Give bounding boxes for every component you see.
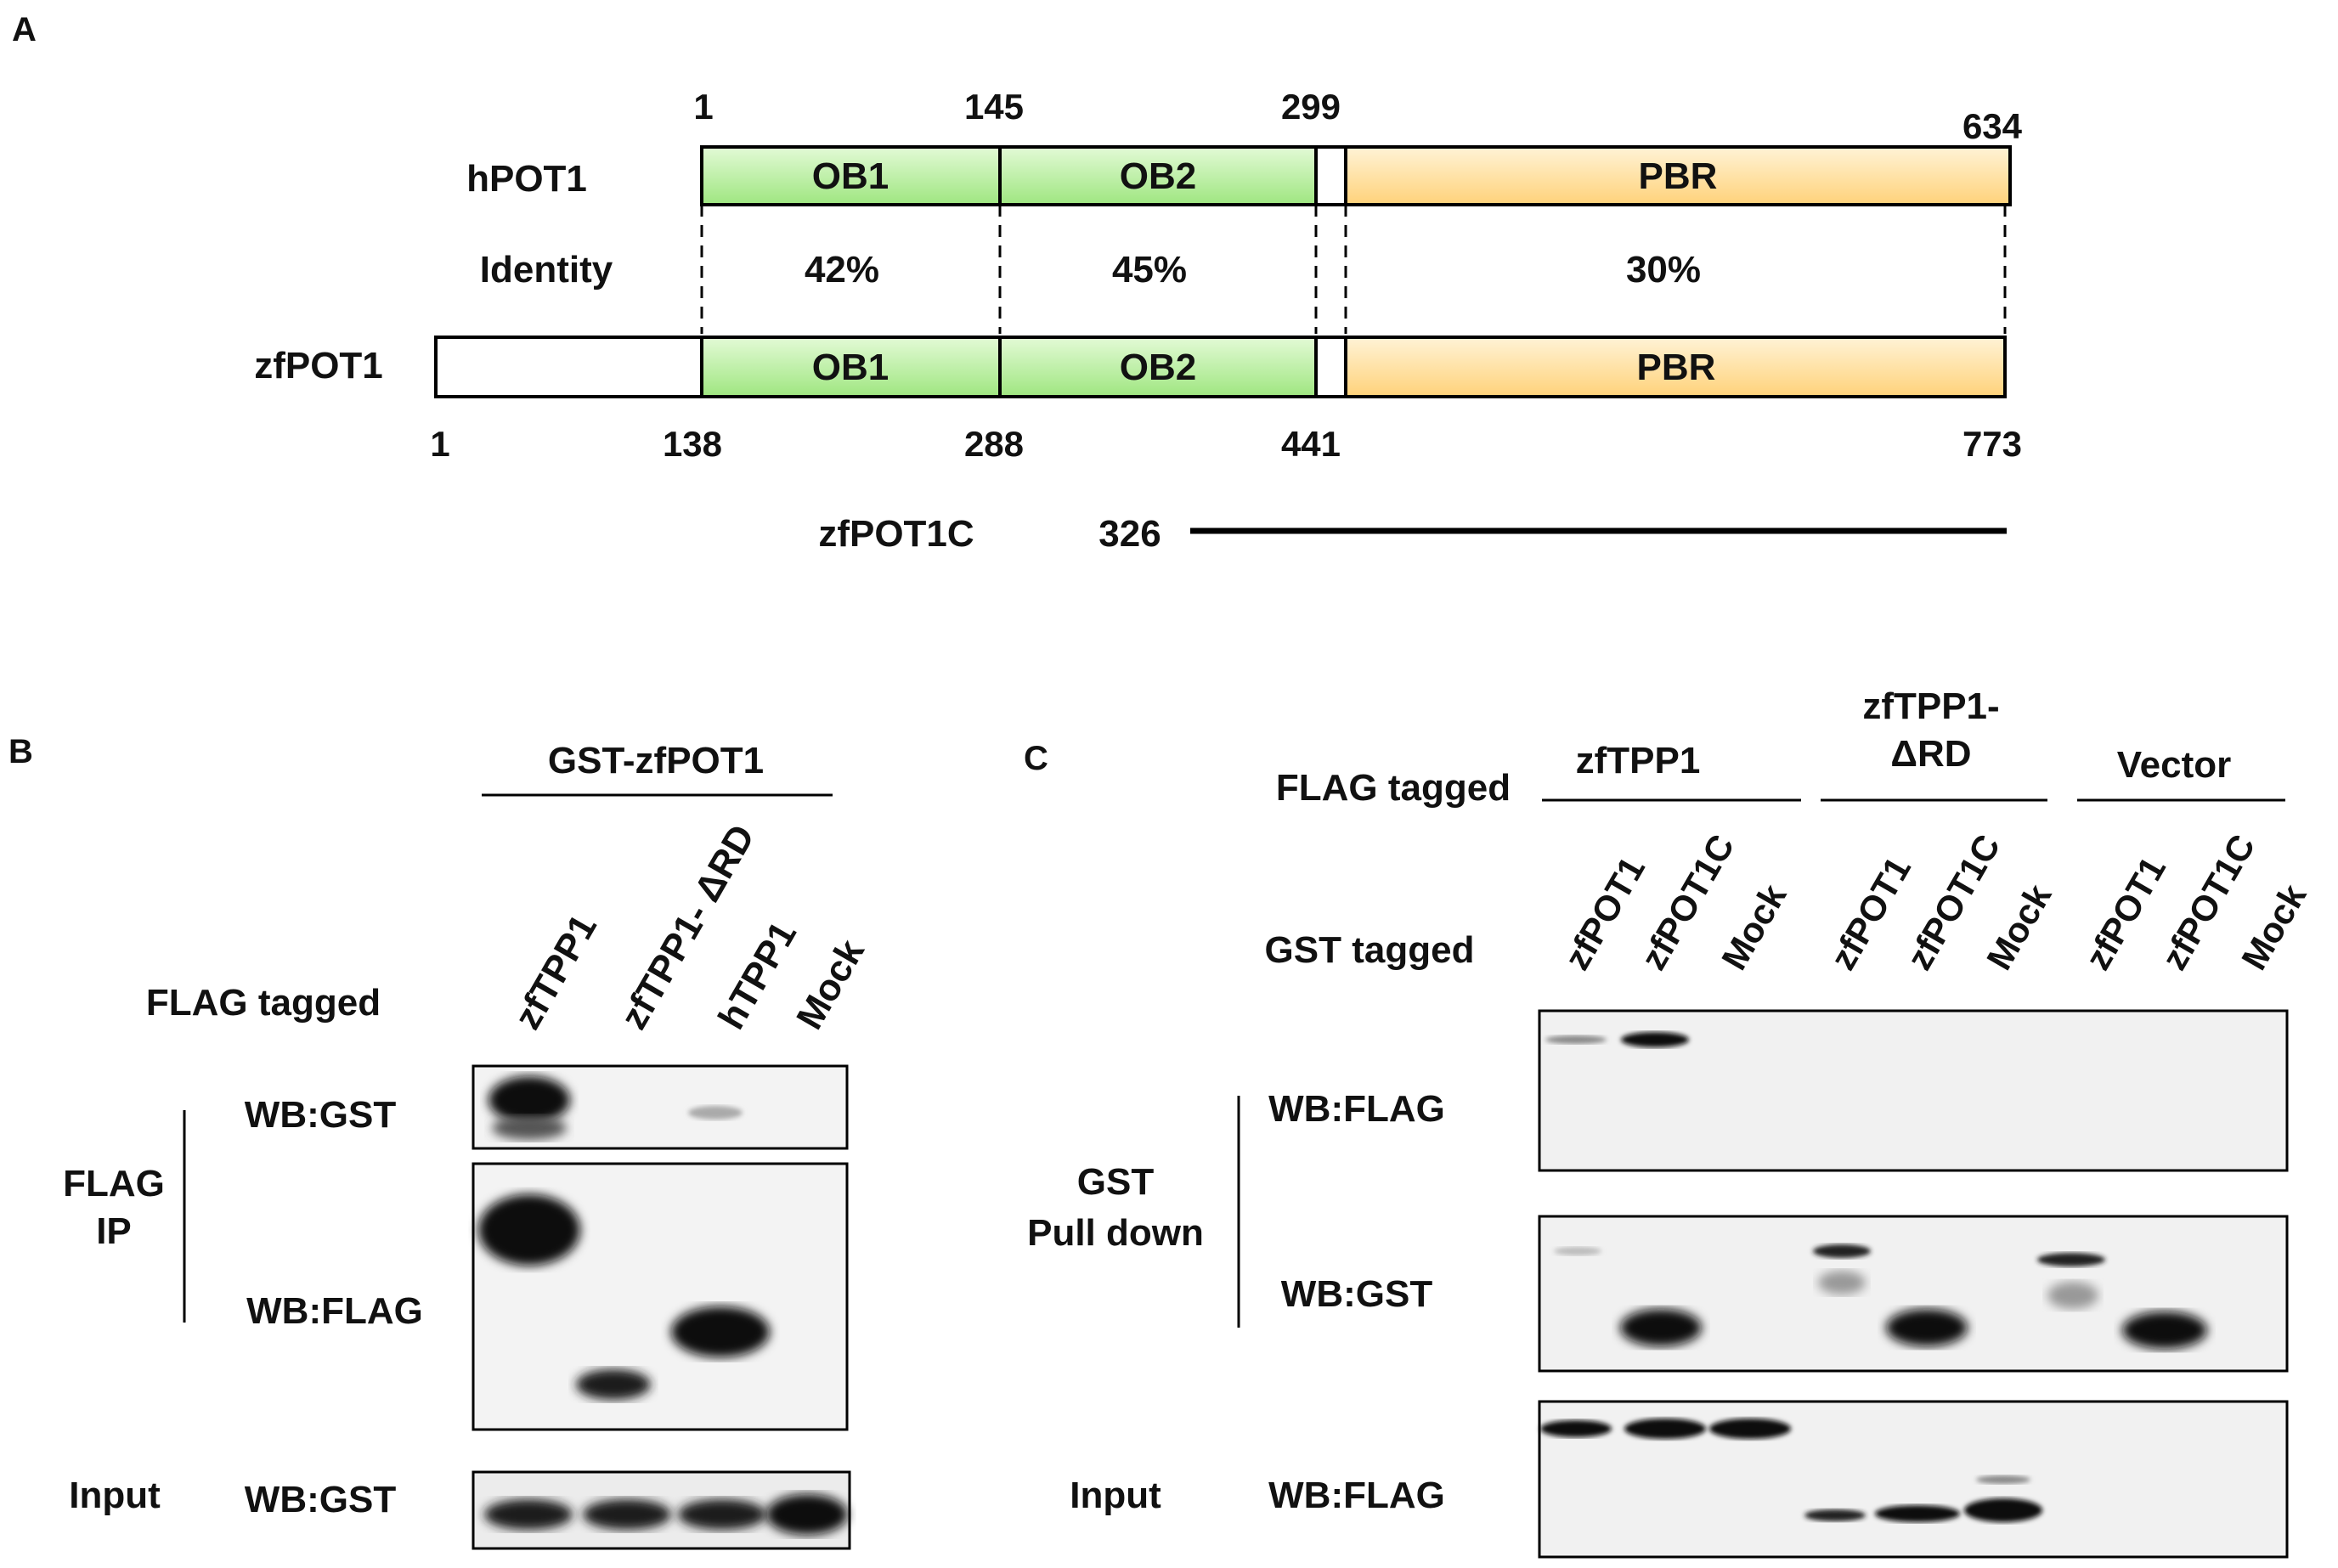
zfpot1-pos-288: 288: [964, 424, 1024, 464]
panel-c-input-label: Input: [1070, 1475, 1161, 1516]
panel-c-flag-tagged: FLAG tagged: [1276, 767, 1511, 809]
hpot1-ob2: OB2: [1120, 155, 1196, 197]
panel-b-group-header: GST-zfPOT1: [548, 740, 764, 781]
panel-c-input-blot-label: WB:FLAG: [1268, 1475, 1445, 1516]
panel-c-group-zftpp1-drd-2: ΔRD: [1890, 733, 1971, 775]
hpot1-pos-1: 1: [693, 87, 713, 127]
zfpot1-domain-bar: [434, 336, 2007, 398]
panel-c-lane-9: Mock: [2234, 877, 2314, 976]
panel-c-blot-input: [1538, 1400, 2289, 1559]
identity-label: Identity: [480, 249, 613, 290]
panel-c-blot-flag: [1538, 1009, 2289, 1172]
panel-c-label: C: [1024, 740, 1048, 777]
zfpot1-pbr: PBR: [1637, 347, 1716, 388]
identity-pbr: 30%: [1626, 249, 1701, 290]
panel-b-ip-label-1: FLAG: [63, 1163, 165, 1204]
identity-ob2: 45%: [1112, 249, 1187, 290]
panel-b-flag-tagged: FLAG tagged: [146, 982, 381, 1024]
zfpot1-ob1: OB1: [812, 347, 889, 388]
panel-b-lane-htpp1: hTPP1: [710, 915, 805, 1036]
panel-b-input-blot-label: WB:GST: [245, 1479, 397, 1520]
panel-b-blot-input: [472, 1470, 851, 1550]
identity-ob1: 42%: [805, 249, 879, 290]
panel-c-group-zftpp1: zfTPP1: [1576, 740, 1701, 781]
panel-b-blot-label-flag: WB:FLAG: [246, 1290, 423, 1332]
panel-b-blot-label-gst: WB:GST: [245, 1094, 397, 1136]
zfpot1-pos-138: 138: [663, 424, 722, 464]
panel-c-lane-3: Mock: [1714, 877, 1794, 976]
hpot1-pos-145: 145: [964, 87, 1024, 127]
hpot1-name: hPOT1: [466, 158, 587, 200]
hpot1-pbr: PBR: [1639, 155, 1718, 197]
hpot1-pos-634: 634: [1962, 106, 2023, 146]
panel-c-pulldown-1: GST: [1077, 1161, 1155, 1203]
panel-c-group-zftpp1-drd-1: zfTPP1-: [1862, 685, 1999, 727]
panel-c-group-vector: Vector: [2117, 744, 2232, 786]
alignment-dashes: [700, 205, 2007, 334]
panel-b-blot-flag: [472, 1162, 849, 1431]
zfpot1-ob2: OB2: [1120, 347, 1196, 388]
panel-c-gst-tagged: GST tagged: [1265, 929, 1475, 971]
panel-b-lane-mock: Mock: [788, 933, 873, 1036]
panel-c-blot-label-flag: WB:FLAG: [1268, 1088, 1445, 1130]
panel-b-label: B: [8, 733, 33, 770]
panel-c-pulldown-2: Pull down: [1027, 1212, 1204, 1254]
zfpot1-pos-441: 441: [1281, 424, 1341, 464]
hpot1-domain-bar: [700, 145, 2012, 206]
zfpot1-pos-773: 773: [1962, 424, 2022, 464]
hpot1-pos-299: 299: [1281, 87, 1341, 127]
zfpot1-pos-1: 1: [430, 424, 449, 464]
panel-a-label: A: [12, 11, 37, 48]
panel-c-lane-6: Mock: [1979, 877, 2059, 976]
construct-start: 326: [1098, 513, 1161, 555]
zfpot1-name: zfPOT1: [254, 345, 383, 386]
panel-c-blot-gst: [1538, 1215, 2289, 1373]
panel-b-blot-gst: [472, 1064, 849, 1150]
panel-b-lane-zftpp1: zfTPP1: [506, 907, 605, 1036]
construct-name: zfPOT1C: [818, 513, 974, 555]
hpot1-ob1: OB1: [812, 155, 889, 197]
panel-c-blot-label-gst: WB:GST: [1281, 1273, 1433, 1315]
panel-b-ip-label-2: IP: [96, 1210, 132, 1252]
panel-b-input-label: Input: [69, 1475, 161, 1516]
